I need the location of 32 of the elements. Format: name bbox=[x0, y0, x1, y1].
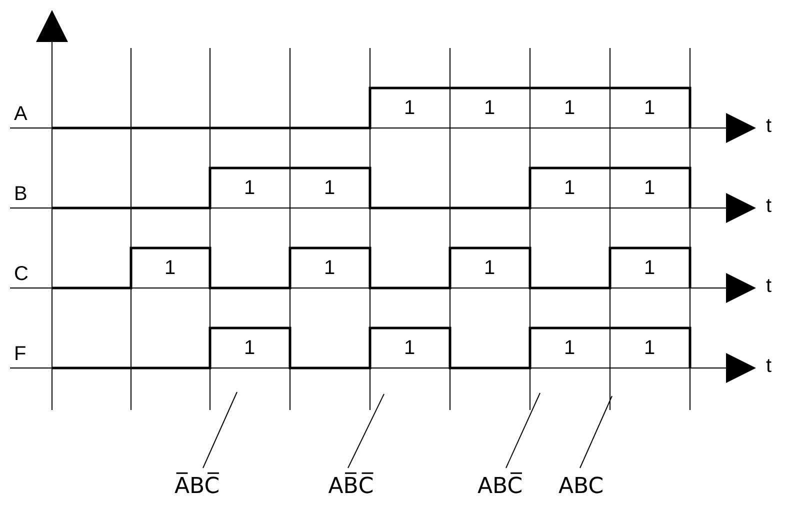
logic-value: 1 bbox=[644, 176, 656, 200]
logic-value: 1 bbox=[404, 336, 416, 360]
logic-value: 1 bbox=[644, 256, 656, 280]
signal-name: F bbox=[14, 342, 26, 366]
axis-label: t bbox=[766, 194, 772, 218]
leader-line bbox=[202, 392, 238, 468]
leader-line bbox=[580, 396, 612, 468]
signal-name: B bbox=[14, 182, 28, 206]
axis-label: t bbox=[766, 114, 772, 138]
logic-value: 1 bbox=[484, 96, 496, 120]
logic-term: ABC̅ bbox=[464, 468, 536, 500]
logic-term: A̅BC̅ bbox=[160, 468, 234, 500]
logic-value: 1 bbox=[564, 96, 576, 120]
logic-value: 1 bbox=[644, 336, 656, 360]
axis-label: t bbox=[766, 274, 772, 298]
logic-value: 1 bbox=[404, 96, 416, 120]
logic-value: 1 bbox=[564, 176, 576, 200]
logic-term: ABC bbox=[546, 468, 616, 500]
leader-line bbox=[348, 394, 384, 468]
signal-name: C bbox=[14, 262, 28, 286]
logic-value: 1 bbox=[484, 256, 496, 280]
logic-value: 1 bbox=[244, 336, 256, 360]
leader-line bbox=[506, 392, 540, 468]
logic-value: 1 bbox=[644, 96, 656, 120]
logic-value: 1 bbox=[324, 176, 336, 200]
logic-term: AB̅C̅ bbox=[314, 468, 388, 500]
axis-label: t bbox=[766, 354, 772, 378]
signal-name: A bbox=[14, 102, 28, 126]
logic-value: 1 bbox=[164, 256, 176, 280]
logic-value: 1 bbox=[324, 256, 336, 280]
logic-value: 1 bbox=[244, 176, 256, 200]
logic-value: 1 bbox=[564, 336, 576, 360]
